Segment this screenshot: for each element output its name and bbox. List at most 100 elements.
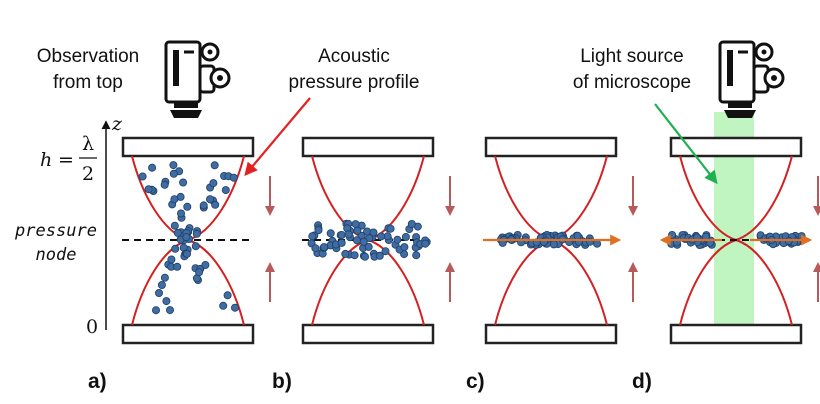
node-label: node [36, 245, 77, 265]
particle [182, 233, 191, 242]
particle [170, 195, 179, 204]
particle [407, 219, 416, 228]
particle [230, 303, 239, 312]
particle [400, 243, 409, 252]
particle [421, 239, 430, 248]
particle [192, 229, 201, 238]
particle [191, 242, 200, 251]
particle [219, 301, 228, 310]
particle [326, 229, 335, 238]
particle [160, 273, 169, 282]
particle [668, 230, 677, 239]
particle [182, 249, 191, 258]
particle [341, 249, 350, 258]
particle [350, 251, 359, 260]
panel-label-c: c) [466, 370, 485, 393]
particle [360, 252, 369, 261]
particle [363, 227, 372, 236]
top-reflector [301, 136, 435, 158]
particle [344, 230, 353, 239]
particle [593, 239, 602, 248]
particle [353, 226, 362, 235]
particle [162, 297, 171, 306]
light-pointer-arrow [654, 103, 718, 185]
particle [169, 169, 178, 178]
particle [138, 172, 147, 181]
panel-label-a: a) [88, 370, 107, 393]
particle [314, 226, 323, 235]
levitator-panel-a [121, 136, 275, 345]
light-source-label-line2: of microscope [573, 72, 691, 93]
particle [352, 236, 361, 245]
particle [412, 251, 421, 260]
bottom-transducer [121, 323, 255, 345]
z-axis-label: z [111, 113, 123, 135]
particle [359, 237, 368, 246]
two-denominator: 2 [82, 163, 94, 185]
light-source-label-line1: Light source [580, 46, 684, 67]
particle [229, 173, 238, 182]
particle [201, 260, 210, 269]
camera-icon [718, 40, 785, 118]
top-reflector [669, 136, 803, 158]
bottom-transducer [669, 323, 803, 345]
levitator-panel-c [483, 136, 638, 345]
particle [183, 202, 192, 211]
particle [160, 180, 169, 189]
particle [386, 224, 395, 233]
particle [351, 220, 360, 229]
particle [337, 238, 346, 247]
pressure-label: pressure [14, 221, 97, 241]
particle [157, 280, 166, 289]
bottom-transducer [484, 323, 618, 345]
particle [393, 235, 402, 244]
particle [154, 288, 163, 297]
particle [337, 230, 346, 239]
particle [173, 262, 182, 271]
particle [375, 251, 384, 260]
particle [573, 231, 582, 240]
h-equals: = [58, 149, 74, 171]
top-reflector [121, 136, 255, 158]
particle [195, 268, 204, 277]
acoustic-label-line1: Acoustic [318, 46, 390, 67]
observation-label-line1: Observation [37, 46, 139, 67]
levitator-panel-d [659, 136, 820, 345]
lambda-symbol: λ [82, 133, 94, 155]
panel-label-d: d) [632, 370, 652, 393]
particle [210, 161, 219, 170]
particle [381, 247, 390, 256]
particle [179, 178, 188, 187]
particle [199, 201, 208, 210]
particle [320, 243, 329, 252]
particle [167, 255, 176, 264]
particle [205, 195, 214, 204]
observation-label-line2: from top [53, 72, 123, 93]
particle [144, 185, 153, 194]
particle [211, 200, 220, 209]
particle [148, 163, 157, 172]
particle [549, 240, 558, 249]
particle [221, 186, 230, 195]
acoustic-pointer-arrow [244, 97, 311, 177]
top-reflector [484, 136, 618, 158]
particle [176, 209, 185, 218]
particle [173, 228, 182, 237]
particle [311, 244, 320, 253]
particle [377, 232, 386, 241]
particle [209, 179, 218, 188]
particle [171, 244, 180, 253]
particle [369, 228, 378, 237]
particle [308, 232, 317, 241]
h-symbol: h [40, 149, 52, 171]
particle [797, 232, 806, 241]
particle [170, 221, 179, 230]
levitator-panel-b [301, 136, 455, 345]
zero-label: 0 [86, 316, 98, 338]
acoustic-label-line2: pressure profile [289, 72, 420, 93]
panel-label-b: b) [272, 370, 292, 393]
particle [223, 291, 232, 300]
camera-icon [164, 40, 231, 118]
particle [401, 232, 410, 241]
